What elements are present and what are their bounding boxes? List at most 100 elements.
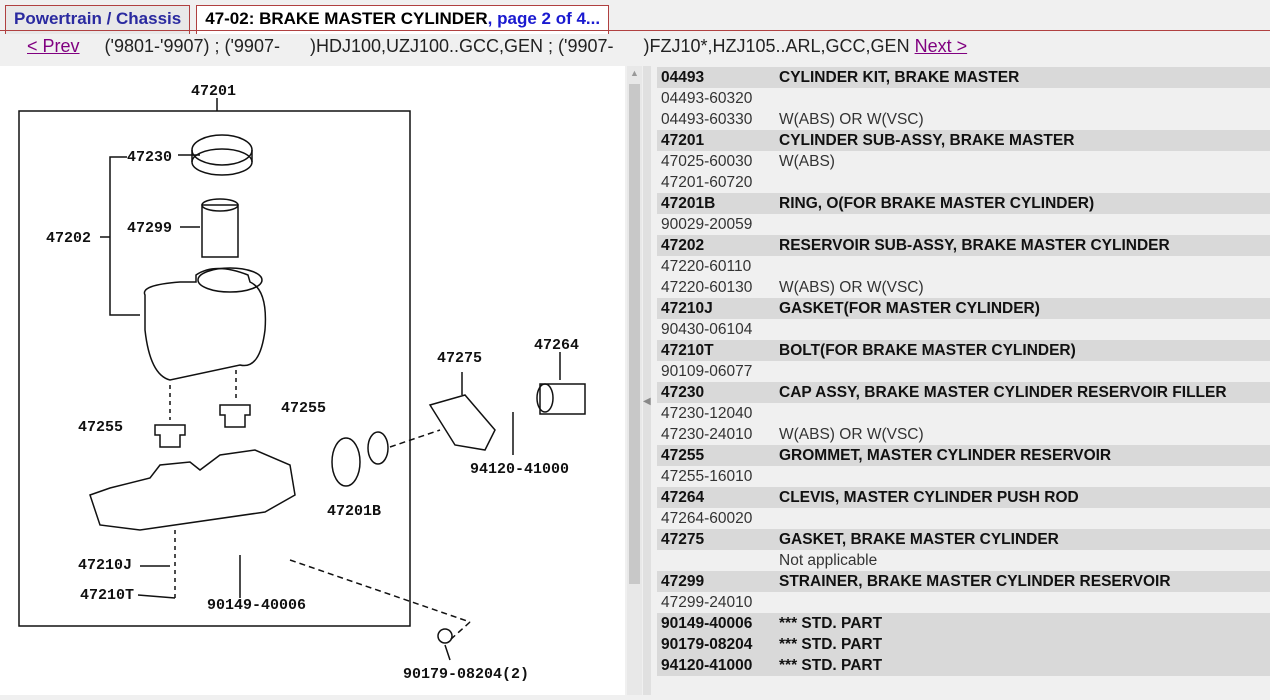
part-group-row[interactable]: 47202 RESERVOIR SUB-ASSY, BRAKE MASTER CY… <box>657 235 1270 256</box>
part-code: 90430-06104 <box>661 321 753 338</box>
part-code: 47210T <box>661 342 714 359</box>
part-number-row[interactable]: 90109-06077 <box>657 361 1270 382</box>
part-code: 47201 <box>661 132 705 149</box>
part-code: 90149-40006 <box>661 615 753 632</box>
part-description: W(ABS) OR W(VSC) <box>779 426 924 443</box>
part-description <box>779 361 1270 382</box>
part-description: GASKET(FOR MASTER CYLINDER) <box>779 300 1040 317</box>
parts-table: 04493 CYLINDER KIT, BRAKE MASTER 04493-603… <box>657 67 1270 676</box>
next-link[interactable]: Next > <box>914 36 968 56</box>
part-code: 47264-60020 <box>661 510 753 527</box>
part-code: 90029-20059 <box>661 216 753 233</box>
part-code: 47230-24010 <box>661 426 753 443</box>
part-number-row[interactable]: 90430-06104 <box>657 319 1270 340</box>
part-number-row[interactable]: 47230-24010 W(ABS) OR W(VSC) <box>657 424 1270 445</box>
label-94120-41000[interactable]: 94120-41000 <box>470 461 569 478</box>
label-47210t[interactable]: 47210T <box>80 587 134 604</box>
part-code: 04493 <box>661 69 705 86</box>
part-number-row[interactable]: 47025-60030 W(ABS) <box>657 151 1270 172</box>
part-code: 47220-60110 <box>661 258 752 275</box>
label-47230[interactable]: 47230 <box>127 149 172 166</box>
part-code: 47255 <box>661 447 705 464</box>
tab-brake-master-cylinder[interactable]: 47-02: BRAKE MASTER CYLINDER, page 2 of … <box>196 5 610 34</box>
part-description <box>779 214 1270 235</box>
label-90179-08204[interactable]: 90179-08204(2) <box>403 666 529 683</box>
part-description: W(ABS) <box>779 153 835 170</box>
diagram-scrollbar[interactable]: ▲ <box>627 66 642 695</box>
part-number-row[interactable]: 47230-12040 <box>657 403 1270 424</box>
label-47299[interactable]: 47299 <box>127 220 172 237</box>
part-number-row[interactable]: 47201-60720 <box>657 172 1270 193</box>
part-description: *** STD. PART <box>779 615 883 632</box>
part-number-row[interactable]: 90029-20059 <box>657 214 1270 235</box>
part-code: 90109-06077 <box>661 363 753 380</box>
label-47275[interactable]: 47275 <box>437 350 482 367</box>
part-group-row[interactable]: 47210T BOLT(FOR BRAKE MASTER CYLINDER) <box>657 340 1270 361</box>
part-number-row[interactable]: 47220-60110 <box>657 256 1270 277</box>
part-description: W(ABS) OR W(VSC) <box>779 279 924 296</box>
part-description: *** STD. PART <box>779 636 883 653</box>
part-description <box>779 319 1270 340</box>
part-group-row[interactable]: 90179-08204*** STD. PART <box>657 634 1270 655</box>
part-group-row[interactable]: 04493 CYLINDER KIT, BRAKE MASTER <box>657 67 1270 88</box>
part-number-row[interactable]: 04493-60320 <box>657 88 1270 109</box>
label-47264[interactable]: 47264 <box>534 337 579 354</box>
tab-powertrain-chassis[interactable]: Powertrain / Chassis <box>5 5 191 34</box>
label-47202[interactable]: 47202 <box>46 230 91 247</box>
part-description: RESERVOIR SUB-ASSY, BRAKE MASTER CYLINDE… <box>779 237 1170 254</box>
part-description: *** STD. PART <box>779 657 883 674</box>
part-code: 94120-41000 <box>661 657 753 674</box>
label-47201b[interactable]: 47201B <box>327 503 381 520</box>
part-code: 47275 <box>661 531 705 548</box>
pane-splitter[interactable]: ◀ <box>643 66 651 695</box>
scroll-up-icon[interactable]: ▲ <box>630 68 639 78</box>
part-description <box>779 256 1270 277</box>
part-number-row[interactable]: 47264-60020 <box>657 508 1270 529</box>
tab-page: , page 2 of 4... <box>487 9 601 28</box>
part-code: 47210J <box>661 300 713 317</box>
part-group-row[interactable]: 47299 STRAINER, BRAKE MASTER CYLINDER RES… <box>657 571 1270 592</box>
part-group-row[interactable]: 47210J GASKET(FOR MASTER CYLINDER) <box>657 298 1270 319</box>
part-description: STRAINER, BRAKE MASTER CYLINDER RESERVOI… <box>779 573 1171 590</box>
part-number-row[interactable]: 47255-16010 <box>657 466 1270 487</box>
part-code: 47220-60130 <box>661 279 753 296</box>
part-description: CYLINDER KIT, BRAKE MASTER <box>779 69 1020 86</box>
part-code: 47025-60030 <box>661 153 753 170</box>
part-number-row[interactable]: 47220-60130 W(ABS) OR W(VSC) <box>657 277 1270 298</box>
nav-bar: < Prev ('9801-'9907) ; ('9907- )HDJ100,U… <box>27 36 967 57</box>
label-90149-40006[interactable]: 90149-40006 <box>207 597 306 614</box>
scrollbar-thumb[interactable] <box>629 84 640 584</box>
part-group-row[interactable]: 94120-41000 *** STD. PART <box>657 655 1270 676</box>
label-47210j[interactable]: 47210J <box>78 557 132 574</box>
part-code: 47264 <box>661 489 705 506</box>
part-number-row[interactable]: Not applicable <box>657 550 1270 571</box>
part-description: W(ABS) OR W(VSC) <box>779 111 924 128</box>
part-description <box>779 403 1270 424</box>
part-code: 47230-12040 <box>661 405 753 422</box>
tab-bar: Powertrain / Chassis 47-02: BRAKE MASTER… <box>5 5 610 34</box>
label-47201[interactable]: 47201 <box>191 83 236 100</box>
part-group-row[interactable]: 90149-40006 *** STD. PART <box>657 613 1270 634</box>
tab-divider <box>0 30 1270 31</box>
part-description: BOLT(FOR BRAKE MASTER CYLINDER) <box>779 342 1076 359</box>
part-code: 47299 <box>661 573 705 590</box>
parts-diagram: 47201 47230 47202 47299 47255 47255 4727… <box>0 66 625 695</box>
label-47255-left[interactable]: 47255 <box>78 419 123 436</box>
part-description <box>779 466 1270 487</box>
prev-link[interactable]: < Prev <box>27 36 80 56</box>
part-number-row[interactable]: 47299-24010 <box>657 592 1270 613</box>
part-code: 04493-60320 <box>661 90 753 107</box>
label-47255-right[interactable]: 47255 <box>281 400 326 417</box>
part-description <box>779 592 1270 613</box>
part-code: 47202 <box>661 237 705 254</box>
part-description <box>779 88 1270 109</box>
part-description <box>779 172 1270 193</box>
collapse-arrow-icon[interactable]: ◀ <box>643 396 651 407</box>
